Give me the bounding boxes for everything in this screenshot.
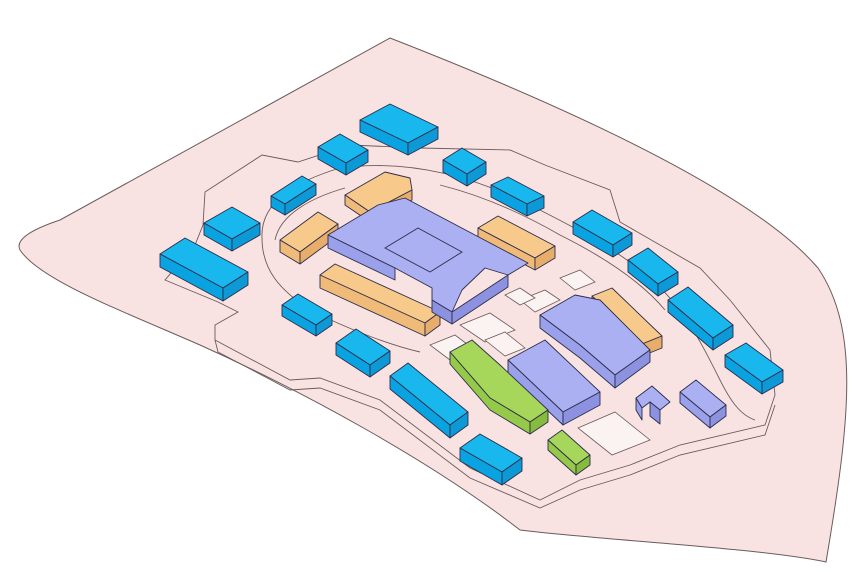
residential-block bbox=[442, 147, 487, 187]
plaza bbox=[484, 331, 526, 357]
residential-block bbox=[335, 328, 391, 378]
residential-block bbox=[627, 247, 679, 297]
residential-block bbox=[203, 206, 261, 252]
residential-block bbox=[359, 103, 439, 156]
commercial-block bbox=[679, 379, 727, 429]
plaza bbox=[504, 287, 536, 306]
residential-block bbox=[490, 176, 545, 217]
residential-block bbox=[572, 209, 633, 258]
cultural-block bbox=[279, 211, 339, 265]
residential-block bbox=[159, 237, 249, 302]
residential-block bbox=[389, 362, 469, 439]
commercial-block bbox=[507, 339, 601, 426]
ring-road-inner-2 bbox=[274, 184, 666, 311]
green-block bbox=[547, 429, 591, 476]
residential-block bbox=[317, 133, 369, 176]
commercial-block bbox=[539, 294, 651, 389]
plinth-edge bbox=[214, 339, 776, 509]
residential-block bbox=[270, 175, 317, 216]
plaza bbox=[577, 411, 651, 456]
residential-block bbox=[724, 342, 784, 395]
commercial-courtyard-block bbox=[327, 197, 529, 325]
ring-road-outer bbox=[261, 165, 756, 421]
residential-block bbox=[281, 293, 333, 337]
residential-block bbox=[667, 286, 734, 351]
cultural-block bbox=[319, 263, 441, 337]
plaza bbox=[559, 269, 596, 291]
residential-block bbox=[459, 433, 523, 486]
plaza bbox=[519, 289, 561, 313]
green-block bbox=[449, 339, 549, 435]
commercial-block bbox=[635, 385, 671, 425]
